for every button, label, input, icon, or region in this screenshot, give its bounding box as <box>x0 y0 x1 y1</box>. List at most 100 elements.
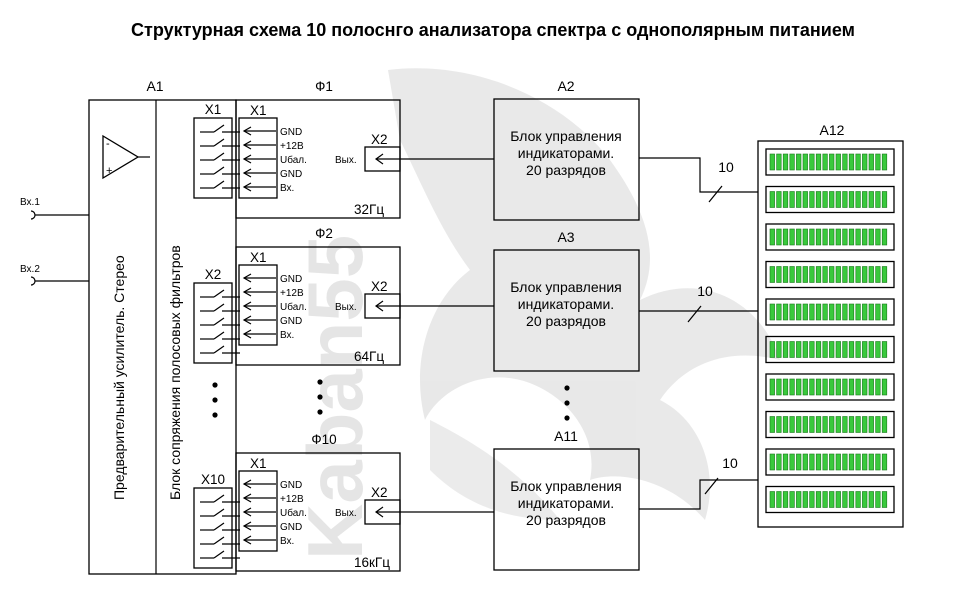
bus-line <box>639 479 758 510</box>
indicator-segment <box>822 191 828 208</box>
indicator-segment <box>809 266 815 283</box>
control-text: индикаторами. <box>518 145 614 161</box>
indicator-segment <box>822 266 828 283</box>
indicator-segment <box>815 341 822 358</box>
indicator-segment <box>875 303 881 321</box>
indicator-segment <box>802 453 808 471</box>
indicator-segment <box>875 491 881 508</box>
svg-text:Kaban55: Kaban55 <box>291 235 379 560</box>
filter-freq: 32Гц <box>354 202 384 217</box>
pin-label: GND <box>280 480 302 491</box>
indicator-segment <box>802 191 808 208</box>
indicator-segment <box>782 341 789 358</box>
indicator-segment <box>782 453 789 471</box>
indicator-segment <box>815 416 822 433</box>
indicator-segment <box>769 303 775 321</box>
pin-label: Uбал. <box>280 301 307 313</box>
indicator-segment <box>881 191 888 208</box>
indicator-segment <box>862 153 868 171</box>
indicator-segment <box>855 378 861 396</box>
indicator-segment <box>835 153 841 171</box>
indicator-segment <box>829 341 835 358</box>
indicator-segment <box>881 153 888 171</box>
indicator-segment <box>829 378 835 396</box>
indicator-segment <box>796 453 802 471</box>
bus-width-label: 10 <box>722 455 738 471</box>
interface-label: Блок сопряжения полосовых фильтров <box>167 245 183 500</box>
indicator-segment <box>855 228 861 246</box>
indicator-segment <box>796 266 802 283</box>
filter-in-label: Х1 <box>250 456 267 471</box>
indicator-segment <box>789 266 795 283</box>
indicator-segment <box>769 491 775 508</box>
indicator-segment <box>769 453 775 471</box>
indicator-segment <box>802 303 808 321</box>
indicator-segment <box>881 266 888 283</box>
indicator-segment <box>815 153 822 171</box>
indicator-segment <box>855 191 861 208</box>
pin-label: +12В <box>280 288 304 299</box>
indicator-segment <box>848 378 855 396</box>
indicator-segment <box>875 228 881 246</box>
indicator-segment <box>829 153 835 171</box>
filter-ref: Ф1 <box>315 79 333 94</box>
indicator-segment <box>782 378 789 396</box>
indicator-segment <box>802 153 808 171</box>
indicator-row <box>765 485 895 514</box>
svg-text:Вх.2: Вх.2 <box>20 264 40 275</box>
pin-label: GND <box>280 169 302 180</box>
indicator-segment <box>881 453 888 471</box>
filter-in-label: Х1 <box>250 250 267 265</box>
watermark: Kaban55 <box>291 68 780 560</box>
display-ref: А12 <box>820 122 845 138</box>
indicator-segment <box>848 153 855 171</box>
indicator-segment <box>842 266 848 283</box>
indicator-segment <box>868 341 874 358</box>
indicator-segment <box>875 453 881 471</box>
indicator-segment <box>868 378 874 396</box>
indicator-segment <box>815 491 822 508</box>
control-text: Блок управления <box>510 279 622 295</box>
indicator-segment <box>809 303 815 321</box>
indicator-segment <box>855 453 861 471</box>
indicator-segment <box>868 303 874 321</box>
bus-width-label: 10 <box>697 283 713 299</box>
indicator-segment <box>822 153 828 171</box>
indicator-segment <box>796 191 802 208</box>
indicator-segment <box>868 153 874 171</box>
indicator-segment <box>822 416 828 433</box>
filter-ref: Ф10 <box>311 432 336 447</box>
control-text: Блок управления <box>510 478 622 494</box>
indicator-segment <box>842 191 848 208</box>
indicator-segment <box>875 191 881 208</box>
interface-connector-label: Х1 <box>205 102 222 117</box>
indicator-segment <box>769 228 775 246</box>
filter-out-label: Вых. <box>335 508 357 519</box>
indicator-segment <box>822 303 828 321</box>
filter-out-label: Вых. <box>335 302 357 313</box>
indicator-segment <box>815 266 822 283</box>
indicator-segment <box>829 266 835 283</box>
indicator-segment <box>802 416 808 433</box>
indicator-segment <box>862 416 868 433</box>
indicator-row <box>765 223 895 251</box>
indicator-segment <box>776 228 782 246</box>
indicator-segment <box>868 266 874 283</box>
indicator-segment <box>796 491 802 508</box>
indicator-segment <box>789 228 795 246</box>
indicator-segment <box>796 378 802 396</box>
filter-freq: 64Гц <box>354 349 384 364</box>
filter-ref: Ф2 <box>315 226 333 241</box>
indicator-row <box>765 260 895 289</box>
pin-label: +12В <box>280 141 304 152</box>
indicator-segment <box>809 416 815 433</box>
indicator-segment <box>835 303 841 321</box>
indicator-segment <box>822 378 828 396</box>
indicator-segment <box>796 228 802 246</box>
